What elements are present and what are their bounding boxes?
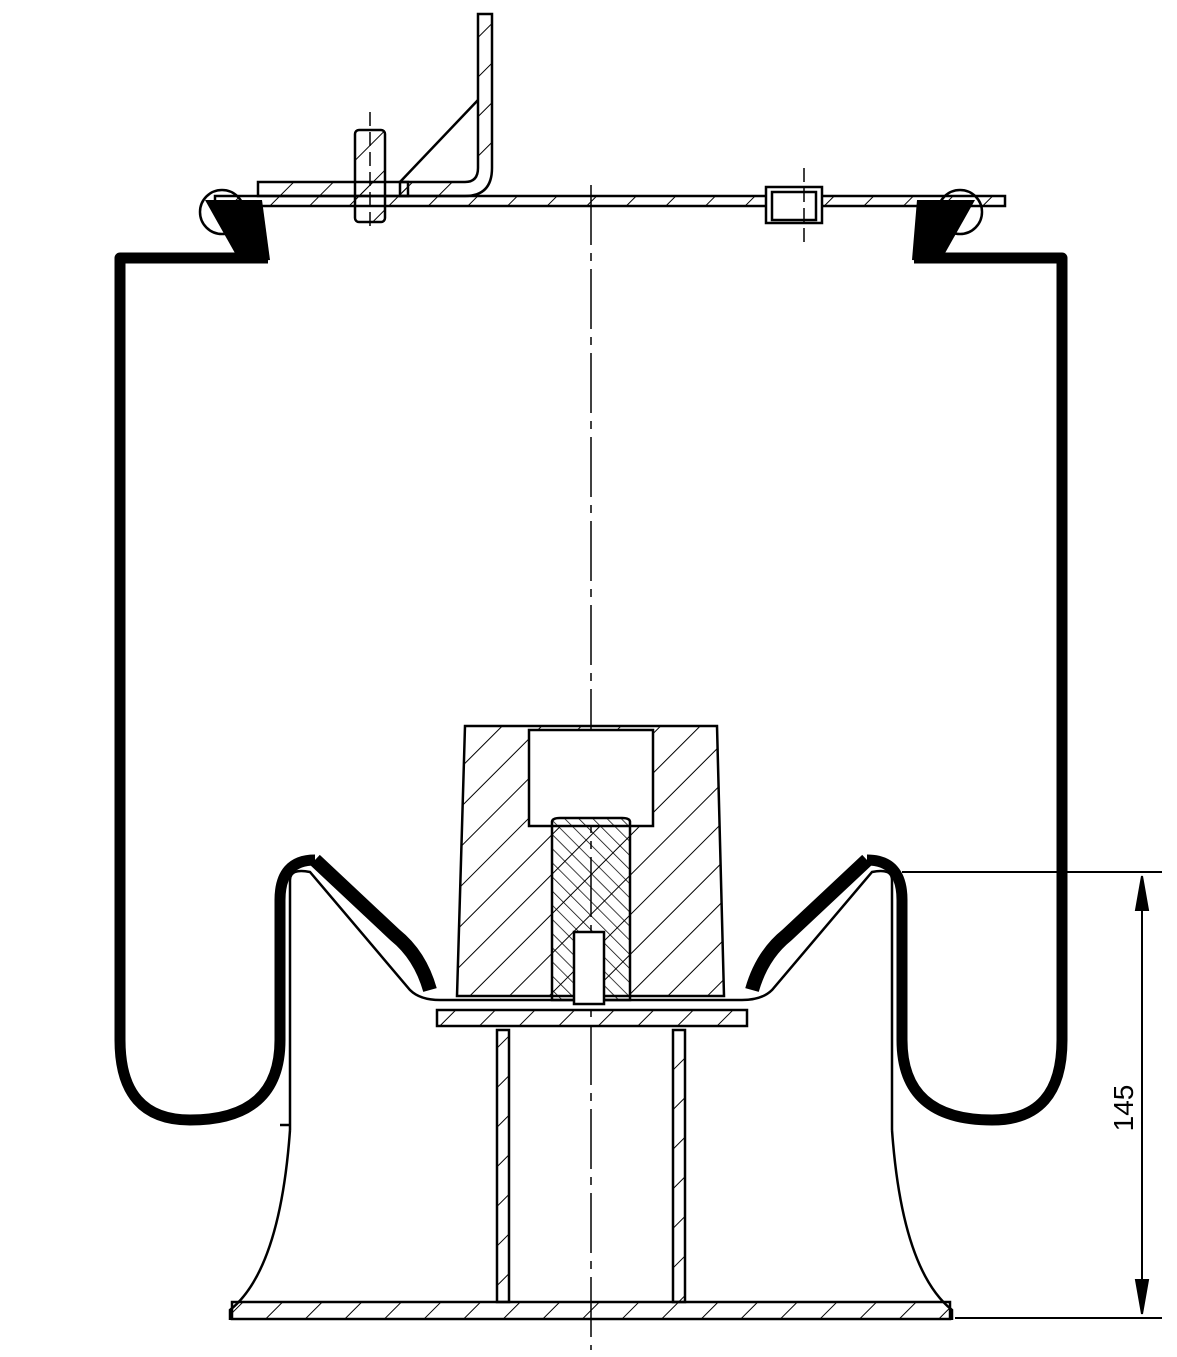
dimension-label: 145 [1108,1084,1139,1132]
rubber-bellows [114,200,1068,1126]
top-plate [198,12,1007,243]
dimension-145 [902,871,1162,1319]
bump-stop [455,724,726,1006]
